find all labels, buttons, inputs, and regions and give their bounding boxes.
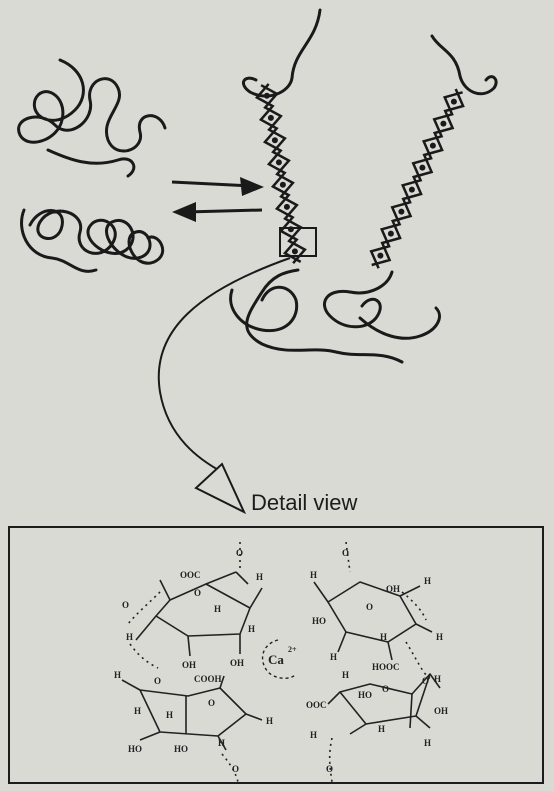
label-h-ll-4: H bbox=[266, 716, 273, 726]
calcium-site-dot bbox=[280, 182, 286, 188]
label-h-ur-5: H bbox=[436, 632, 443, 642]
label-o-right: O bbox=[422, 676, 429, 686]
calcium-site-dot bbox=[398, 209, 404, 215]
label-ho-ll-1: HO bbox=[128, 744, 142, 754]
ring-upper-right bbox=[328, 582, 416, 642]
calcium-site-dot bbox=[264, 93, 270, 99]
calcium-site-dot bbox=[292, 248, 298, 254]
detail-view-box: Ca 2+ OOC O H O H H H OH OH O O O H OH H bbox=[8, 526, 544, 784]
label-o-top-left: O bbox=[236, 548, 243, 558]
right-chain-bottom-tail bbox=[324, 272, 392, 327]
left-chain-bottom-loop bbox=[231, 287, 297, 330]
label-ooc-upper-left: OOC bbox=[180, 570, 201, 580]
forward-arrow-head bbox=[240, 177, 264, 196]
detail-view-caption: Detail view bbox=[251, 490, 357, 516]
label-o-lr-ring: O bbox=[382, 684, 389, 694]
label-oh-ul-2: OH bbox=[230, 658, 244, 668]
label-h-ur-3: H bbox=[330, 652, 337, 662]
calcium-site-dot bbox=[276, 159, 282, 165]
calcium-charge: 2+ bbox=[288, 645, 297, 654]
label-ooc-lr: OOC bbox=[306, 700, 327, 710]
calcium-site-dot bbox=[388, 231, 394, 237]
label-o-bottom-left: O bbox=[232, 764, 239, 774]
label-h-ur-4: H bbox=[380, 632, 387, 642]
reverse-arrow-head bbox=[172, 202, 196, 222]
calcium-site-dot bbox=[409, 187, 415, 193]
left-chain-top-tail bbox=[243, 10, 320, 96]
label-o-ur-ring: O bbox=[366, 602, 373, 612]
calcium-ion: Ca 2+ bbox=[263, 640, 297, 678]
label-oh-ur: OH bbox=[386, 584, 400, 594]
calcium-site-dot bbox=[440, 121, 446, 127]
label-h-ur-1: H bbox=[310, 570, 317, 580]
forward-arrow bbox=[172, 182, 252, 186]
label-cooh-ll: COOH bbox=[194, 674, 222, 684]
random-coil-upper-tail bbox=[48, 150, 134, 176]
label-o-bottom-right: O bbox=[326, 764, 333, 774]
label-h-ur-2: H bbox=[424, 576, 431, 586]
random-coil-lower bbox=[30, 210, 163, 263]
reverse-arrow bbox=[186, 210, 262, 212]
label-ho-ll-2: HO bbox=[174, 744, 188, 754]
label-h-ll-3: H bbox=[166, 710, 173, 720]
label-oh-lr: OH bbox=[434, 706, 448, 716]
label-o-top-right: O bbox=[342, 548, 349, 558]
polymer-diagram bbox=[0, 0, 554, 526]
equilibrium-arrows bbox=[172, 177, 264, 222]
label-h-ll-5: H bbox=[218, 738, 225, 748]
label-h-ul-2: H bbox=[214, 604, 221, 614]
detail-arrow-head bbox=[196, 464, 244, 512]
calcium-symbol: Ca bbox=[268, 652, 284, 667]
label-ho-ur: HO bbox=[312, 616, 326, 626]
calcium-site-dot bbox=[377, 253, 383, 259]
label-h-ll-1: H bbox=[114, 670, 121, 680]
label-o-ul-ring: O bbox=[194, 588, 201, 598]
right-ordered-chain bbox=[371, 89, 463, 268]
label-hooc-ur: HOOC bbox=[372, 662, 400, 672]
random-coil-upper bbox=[19, 60, 165, 151]
label-h-lr-2: H bbox=[434, 674, 441, 684]
label-h-ul-3: H bbox=[248, 624, 255, 634]
label-h-lr-5: H bbox=[424, 738, 431, 748]
label-ho-lr: HO bbox=[358, 690, 372, 700]
calcium-site-dot bbox=[430, 143, 436, 149]
calcium-site-dot bbox=[419, 165, 425, 171]
label-o-left: O bbox=[122, 600, 129, 610]
label-h-lr-1: H bbox=[342, 670, 349, 680]
calcium-egg-box-structure: Ca 2+ OOC O H O H H H OH OH O O O H OH H bbox=[10, 528, 542, 782]
calcium-site-dot bbox=[272, 137, 278, 143]
calcium-site-dot bbox=[451, 99, 457, 105]
label-h-ul-4: H bbox=[126, 632, 133, 642]
label-h-lr-3: H bbox=[310, 730, 317, 740]
right-chain-top-tail bbox=[432, 36, 496, 94]
calcium-site-dot bbox=[284, 204, 290, 210]
label-o-ll-ring: O bbox=[208, 698, 215, 708]
ring-upper-left bbox=[156, 584, 250, 636]
label-h-lr-4: H bbox=[378, 724, 385, 734]
label-h-ll-2: H bbox=[134, 706, 141, 716]
label-h-ul-1: H bbox=[256, 572, 263, 582]
calcium-site-dot bbox=[268, 115, 274, 121]
label-o-mid-left: O bbox=[154, 676, 161, 686]
label-oh-ul-1: OH bbox=[182, 660, 196, 670]
ring-lower-left bbox=[140, 688, 246, 736]
